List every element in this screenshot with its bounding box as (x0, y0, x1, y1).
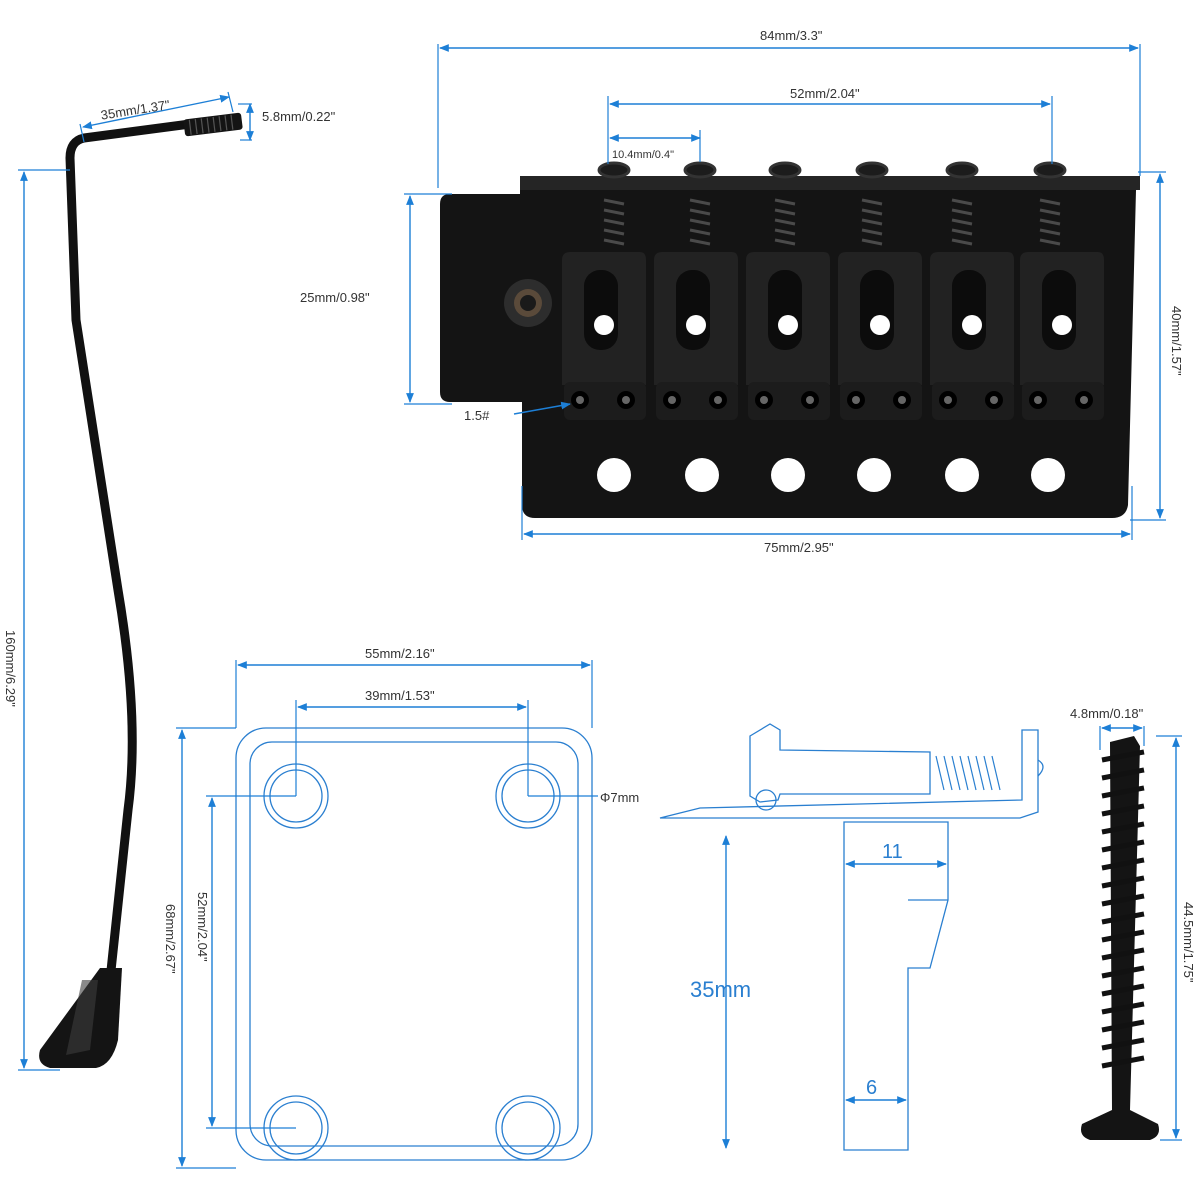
bridge-string-spacing-label: 52mm/2.04" (790, 86, 860, 101)
bridge-saddle-spacing-label: 10.4mm/0.4" (612, 149, 674, 161)
neck-plate-drawing: 55mm/2.16" 39mm/1.53" Φ7mm 52mm/2.04" 68… (163, 646, 639, 1169)
screw-length-label: 44.5mm/1.75" (1181, 902, 1196, 983)
plate-height-label: 68mm/2.67" (163, 904, 178, 974)
intonation-screws (597, 161, 1067, 246)
bridge-saddle-spacing-dimension: 10.4mm/0.4" (609, 130, 701, 162)
plate-hole-spacing-v-dimension: 52mm/2.04" (195, 795, 296, 1129)
bridge-plate-height-label: 25mm/0.98" (300, 290, 370, 305)
bridge-plate-height-dimension: 25mm/0.98" (300, 193, 452, 405)
bridge-total-height-dimension: 40mm/1.57" (1130, 171, 1184, 521)
saddle-screw-callout: 1.5# (464, 401, 571, 423)
bridge-base-width-label: 75mm/2.95" (764, 540, 834, 555)
block-bottom-width-label: 6 (866, 1077, 877, 1099)
bridge-total-height-label: 40mm/1.57" (1169, 306, 1184, 376)
neck-plate-holes (263, 763, 561, 1161)
screw-length-dimension: 44.5mm/1.75" (1156, 735, 1196, 1141)
bridge-total-width-label: 84mm/3.3" (760, 28, 823, 43)
block-top-width-dimension: 11 (845, 841, 947, 868)
tremolo-arm-thread (183, 112, 243, 137)
saddle (1020, 252, 1104, 420)
mounting-screw: 4.8mm/0.18" 44.5mm/1.75" (1070, 706, 1196, 1141)
plate-hole-spacing-h-dimension: 39mm/1.53" (295, 688, 529, 796)
tremolo-arm-rod (65, 119, 195, 985)
plate-width-dimension: 55mm/2.16" (235, 646, 593, 728)
bridge-total-width-dimension: 84mm/3.3" (437, 28, 1141, 188)
saddle (838, 252, 922, 420)
saddle (562, 252, 646, 420)
string-holes (597, 458, 1065, 492)
saddle (746, 252, 830, 420)
block-height-dimension: 35mm (690, 835, 751, 1149)
plate-width-label: 55mm/2.16" (365, 646, 435, 661)
plate-hole-diameter-callout: Φ7mm (528, 790, 639, 805)
block-height-label: 35mm (690, 977, 751, 1002)
neck-plate-outline (235, 727, 593, 1161)
plate-height-dimension: 68mm/2.67" (163, 727, 236, 1169)
tremolo-bridge: 84mm/3.3" 52mm/2.04" 10.4mm/0.4" 25mm/0.… (300, 28, 1184, 555)
arm-total-length-label: 160mm/6.29" (3, 630, 18, 707)
block-top-width-label: 11 (882, 841, 903, 863)
sustain-block-outline (843, 821, 949, 1151)
screw-thread (1101, 749, 1145, 1069)
plate-hole-spacing-h-label: 39mm/1.53" (365, 688, 435, 703)
saddle (654, 252, 738, 420)
plate-hole-diameter-label: Φ7mm (600, 790, 639, 805)
bridge-string-spacing-dimension: 52mm/2.04" (607, 86, 1053, 164)
arm-thread-diameter-dimension: 5.8mm/0.22" (238, 103, 336, 141)
bridge-side-profile: 35mm 11 6 (659, 723, 1044, 1151)
saddle (930, 252, 1014, 420)
arm-thread-length-label: 35mm/1.37" (100, 97, 172, 123)
saddles (562, 252, 1104, 420)
bridge-base-width-dimension: 75mm/2.95" (521, 486, 1133, 555)
arm-thread-diameter-label: 5.8mm/0.22" (262, 109, 336, 124)
saddle-screw-label: 1.5# (464, 408, 490, 423)
screw-diameter-dimension: 4.8mm/0.18" (1070, 706, 1145, 750)
plate-hole-spacing-v-label: 52mm/2.04" (195, 892, 210, 962)
screw-diameter-label: 4.8mm/0.18" (1070, 706, 1144, 721)
block-bottom-width-dimension: 6 (845, 1077, 907, 1104)
arm-total-length-dimension: 160mm/6.29" (3, 169, 70, 1071)
